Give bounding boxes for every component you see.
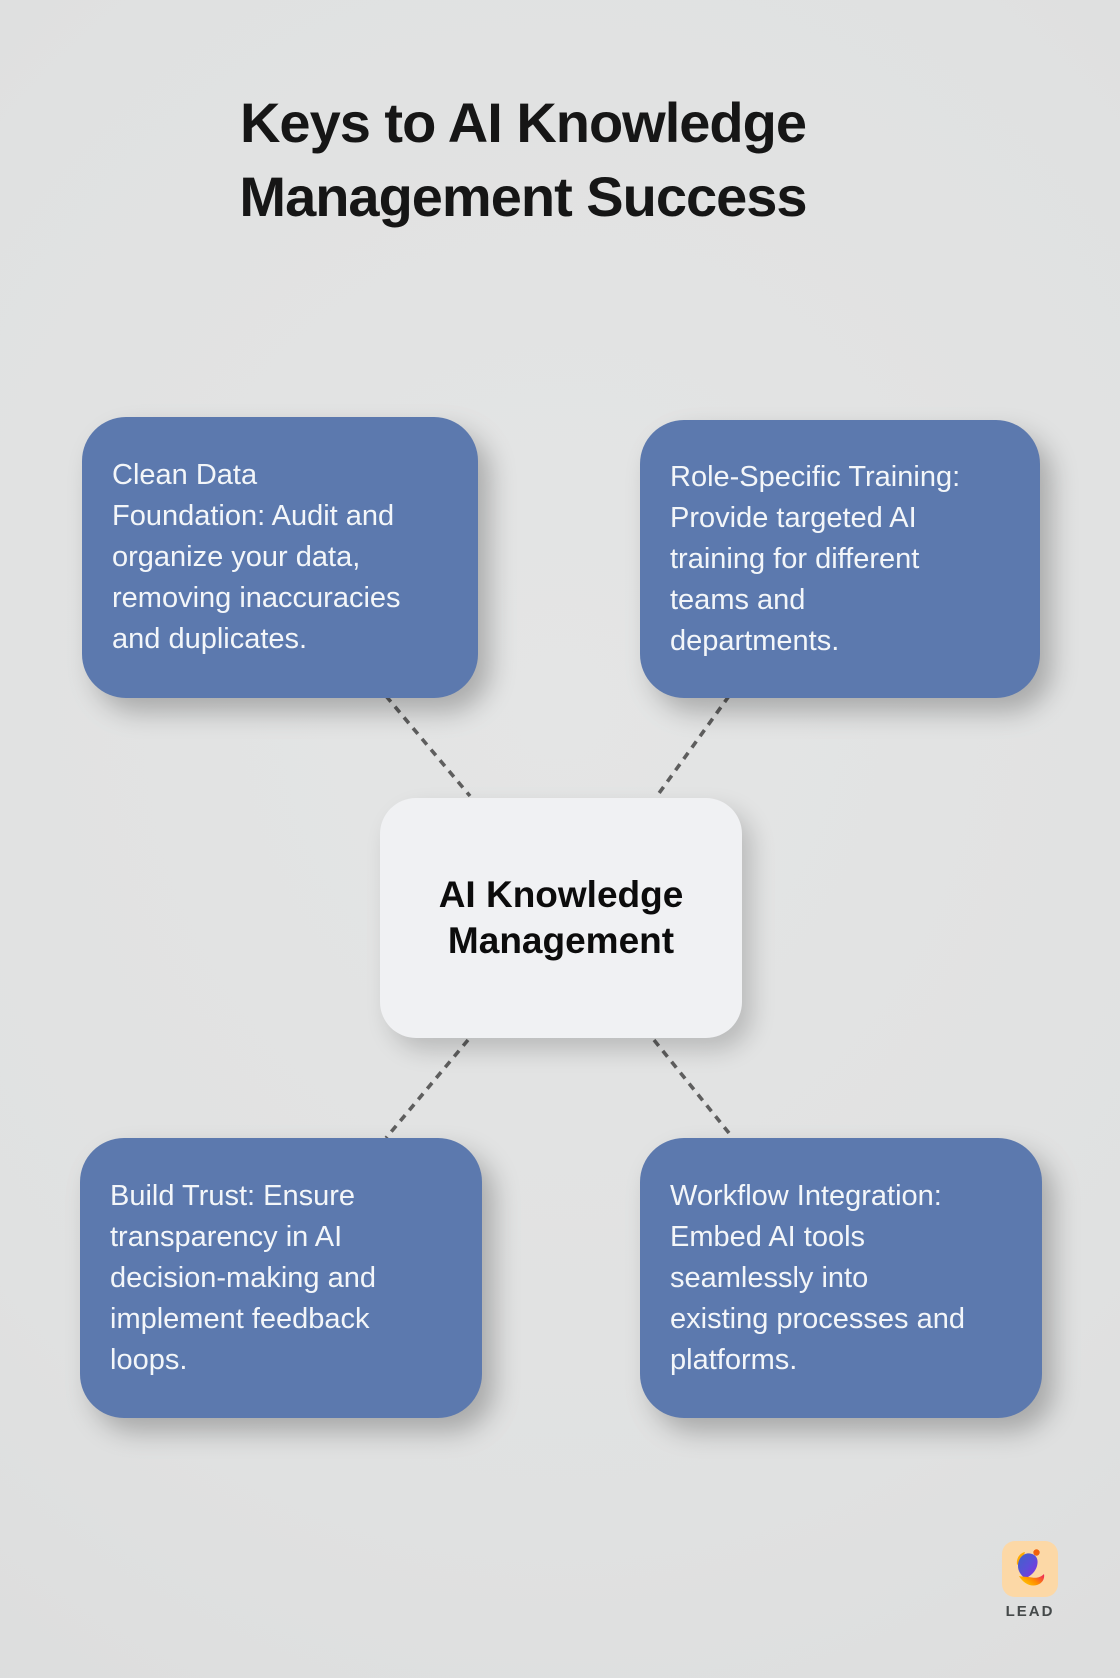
card-workflow-integration: Workflow Integration: Embed AI tools sea… bbox=[640, 1138, 1042, 1418]
card-text: Role-Specific Training: Provide targeted… bbox=[670, 460, 961, 657]
connector-line-bottom-left bbox=[384, 1038, 470, 1140]
card-clean-data-foundation: Clean Data Foundation: Audit and organiz… bbox=[82, 417, 478, 698]
card-text: Clean Data Foundation: Audit and organiz… bbox=[112, 459, 401, 655]
connector-line-top-left bbox=[384, 694, 472, 798]
card-text: Build Trust: Ensure transparency in AI d… bbox=[110, 1179, 376, 1376]
card-text: Workflow Integration: Embed AI tools sea… bbox=[670, 1179, 965, 1376]
card-build-trust: Build Trust: Ensure transparency in AI d… bbox=[80, 1138, 482, 1418]
brand-name: LEAD bbox=[1005, 1603, 1055, 1620]
lead-logo-icon bbox=[1002, 1541, 1058, 1597]
connector-line-top-right bbox=[655, 694, 731, 798]
connector-line-bottom-right bbox=[652, 1038, 735, 1140]
central-node-label: AI Knowledge Management bbox=[438, 874, 684, 961]
page-title: Keys to AI Knowledge Management Success bbox=[239, 91, 807, 228]
brand-logo: LEAD bbox=[1002, 1541, 1058, 1620]
central-node: AI Knowledge Management bbox=[380, 798, 742, 1038]
card-role-specific-training: Role-Specific Training: Provide targeted… bbox=[640, 420, 1040, 698]
